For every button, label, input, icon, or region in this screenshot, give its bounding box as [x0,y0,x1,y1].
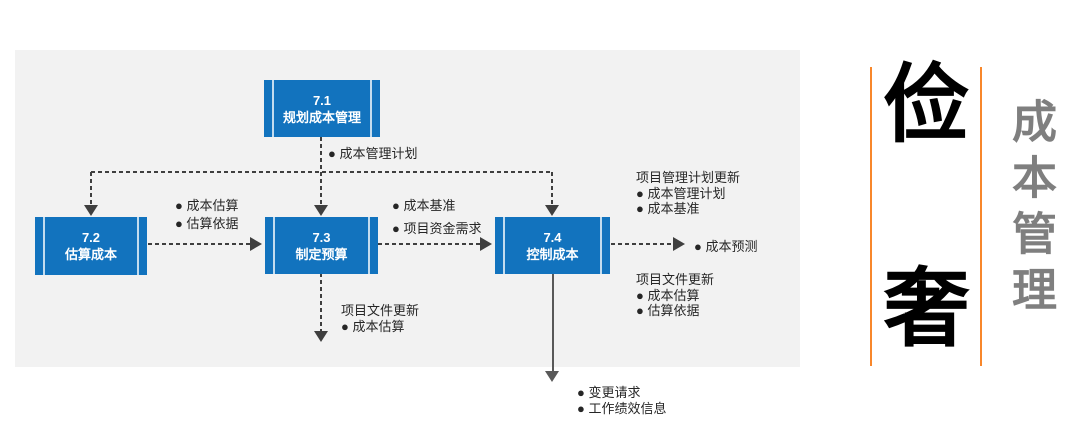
connector-73-to-74 [378,243,482,245]
annotation-item: ● 变更请求 [577,385,641,400]
arrowhead-73-to-74-icon [480,237,492,251]
connector-74-down [552,273,554,373]
connector-71-to-73 [320,137,322,207]
annotation-item: ● 项目资金需求 [392,221,482,236]
process-box-7-4: 7.4 控制成本 [495,217,610,274]
annotation-project-doc-updates-below-73: 项目文件更新 ● 成本估算 [341,303,419,334]
connector-73-down [320,273,322,333]
annotation-cost-forecast: ● 成本预测 [694,239,757,255]
annotation-item: ● 成本预测 [694,239,758,254]
annotation-item: ● 成本基准 [392,198,456,213]
arrowhead-74-output-icon [673,237,685,251]
annotation-item: ● 成本估算 [175,198,239,213]
process-box-7-3: 7.3 制定预算 [265,217,378,274]
accent-line-left [870,67,872,366]
annotation-item: ● 成本管理计划 [328,146,418,161]
arrowhead-74-down-icon [545,371,559,382]
process-label: 估算成本 [64,247,117,262]
process-label: 控制成本 [526,246,579,262]
process-label: 制定预算 [295,246,348,262]
process-number: 7.1 [312,92,332,108]
annotation-item: ● 估算依据 [175,216,239,231]
annotation-header: 项目管理计划更新 [636,170,741,185]
process-box-7-2: 7.2 估算成本 [35,217,147,275]
arrowhead-73-down-icon [314,331,328,342]
connector-72-to-73 [148,243,252,245]
connector-74-output [611,243,675,245]
connector-horizontal-bus [91,171,553,173]
annotation-below-74: ● 变更请求 ● 工作绩效信息 [577,385,666,416]
process-number: 7.2 [81,230,101,245]
annotation-item: ● 成本基准 [636,201,700,216]
annotation-item: ● 成本管理计划 [636,185,726,201]
annotation-item: ● 成本估算 [341,318,405,334]
big-character-jian: 俭 [883,57,970,153]
process-box-7-1: 7.1 规划成本管理 [264,80,380,137]
connector-bus-to-74 [551,172,553,207]
annotation-between-72-73: ● 成本估算 ● 估算依据 [175,197,238,233]
arrowhead-into-73-icon [314,205,328,216]
process-label: 规划成本管理 [282,109,361,125]
accent-line-right [980,67,982,366]
annotation-project-mgmt-plan-updates: 项目管理计划更新 ● 成本管理计划 ● 成本基准 [636,170,740,217]
process-number: 7.3 [312,229,331,245]
big-character-she: 奢 [883,261,970,357]
annotation-item: ● 成本估算 [636,287,700,303]
arrowhead-72-to-73-icon [250,237,262,251]
annotation-item: ● 估算依据 [636,303,700,318]
annotation-project-doc-updates-right: 项目文件更新 ● 成本估算 ● 估算依据 [636,272,714,319]
process-number: 7.4 [543,229,562,245]
annotation-header: 项目文件更新 [636,272,715,287]
diagram-background-panel [15,50,800,367]
annotation-cost-mgmt-plan: ● 成本管理计划 [328,146,417,162]
connector-bus-to-72 [90,172,92,207]
arrowhead-into-74-icon [545,205,559,216]
arrowhead-into-72-icon [84,205,98,216]
vertical-title-cost-management: 成本管理 [1005,98,1056,322]
annotation-item: ● 工作绩效信息 [577,400,667,416]
annotation-between-73-74: ● 成本基准 ● 项目资金需求 [392,194,481,240]
annotation-header: 项目文件更新 [341,303,420,318]
